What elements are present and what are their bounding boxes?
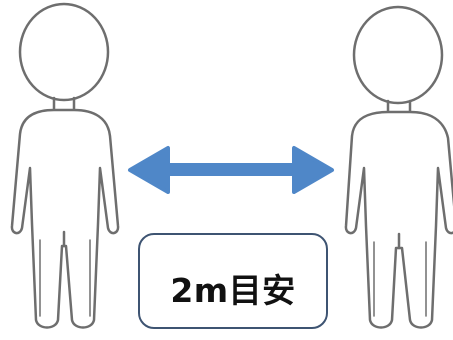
- distance-label-box: 2m目安: [138, 233, 328, 329]
- distance-arrow-icon: [128, 146, 334, 194]
- left-person-icon: [10, 2, 120, 329]
- distance-label: 2m目安: [170, 271, 296, 310]
- right-person-icon: [344, 5, 453, 329]
